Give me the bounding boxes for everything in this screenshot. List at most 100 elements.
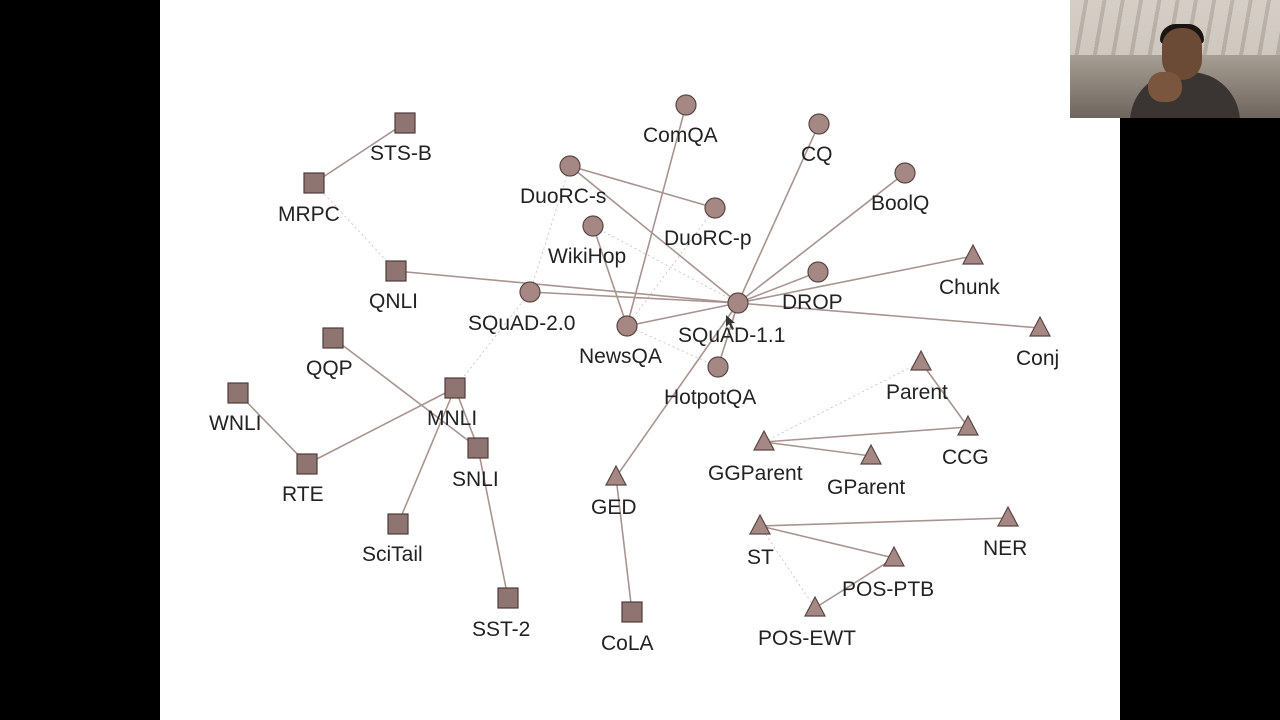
triangle-node-st [749, 513, 771, 535]
node-label-pos-ptb: POS-PTB [842, 578, 934, 601]
faint-edge-st-to-pos-ewt [759, 525, 816, 609]
circle-node-squad-1-1 [727, 292, 749, 314]
presenter-hand [1148, 72, 1182, 102]
faint-edge-mrpc-to-qnli [313, 182, 397, 272]
node-label-gparent: GParent [827, 476, 905, 499]
square-node-sst-2 [497, 587, 519, 609]
node-label-boolq: BoolQ [871, 192, 929, 215]
faint-edge-ggparent-to-parent [763, 361, 922, 443]
webcam-video-overlay [1070, 0, 1280, 118]
node-label-qnli: QNLI [369, 290, 418, 313]
faint-edge-newsqa-to-hotpotqa [626, 325, 719, 368]
edge-mnli-to-scitail [397, 387, 456, 525]
edge-qqp-to-snli [332, 337, 479, 449]
edge-hotpotqa-to-squad-1-1 [717, 302, 739, 368]
square-node-rte [296, 453, 318, 475]
edge-ggparent-to-ccg [763, 426, 969, 443]
triangle-node-conj [1029, 315, 1051, 337]
node-label-sts-b: STS-B [370, 142, 432, 165]
edge-parent-to-ccg [920, 361, 969, 428]
circle-node-hotpotqa [707, 356, 729, 378]
node-label-squad-2-0: SQuAD-2.0 [468, 312, 575, 335]
edge-comqa-to-newsqa [626, 104, 687, 327]
square-node-sts-b [394, 112, 416, 134]
presenter-head [1162, 28, 1202, 80]
node-label-cq: CQ [801, 143, 833, 166]
square-node-mnli [444, 377, 466, 399]
node-label-ner: NER [983, 537, 1027, 560]
triangle-node-pos-ptb [883, 545, 905, 567]
faint-edge-squad-1-1-to-wikihop [592, 225, 739, 304]
circle-node-drop [807, 261, 829, 283]
edge-st-to-pos-ptb [759, 525, 895, 559]
node-label-conj: Conj [1016, 347, 1059, 370]
edge-ged-to-squad-1-1 [615, 302, 739, 478]
node-label-duorc-p: DuoRC-p [664, 227, 752, 250]
edge-drop-to-squad-1-1 [737, 271, 819, 304]
triangle-node-chunk [962, 243, 984, 265]
circle-node-boolq [894, 162, 916, 184]
edge-st-to-ner [759, 517, 1009, 527]
triangle-node-gparent [860, 443, 882, 465]
node-label-duorc-s: DuoRC-s [520, 185, 606, 208]
circle-node-cq [808, 113, 830, 135]
triangle-node-ggparent [753, 429, 775, 451]
triangle-node-ner [997, 505, 1019, 527]
node-label-squad-1-1: SQuAD-1.1 [678, 324, 785, 347]
node-label-comqa: ComQA [643, 124, 718, 147]
triangle-node-pos-ewt [804, 595, 826, 617]
circle-node-duorc-s [559, 155, 581, 177]
circle-node-comqa [675, 94, 697, 116]
circle-node-squad-2-0 [519, 281, 541, 303]
square-node-snli [467, 437, 489, 459]
node-label-newsqa: NewsQA [579, 345, 662, 368]
square-node-qqp [322, 327, 344, 349]
node-label-chunk: Chunk [939, 276, 1000, 299]
triangle-node-parent [910, 349, 932, 371]
edge-sts-b-to-mrpc [313, 122, 406, 184]
node-label-wnli: WNLI [209, 412, 262, 435]
faint-edge-squad-2-0-to-duorc-s [529, 165, 571, 293]
edge-wnli-to-rte [237, 392, 308, 465]
node-label-drop: DROP [782, 291, 843, 314]
node-label-rte: RTE [282, 483, 324, 506]
mouse-cursor-icon [726, 315, 735, 330]
edge-cq-to-squad-1-1 [737, 123, 820, 304]
edge-conj-to-squad-1-1 [737, 302, 1041, 329]
square-node-cola [621, 601, 643, 623]
edge-snli-to-sst-2 [477, 447, 509, 599]
edge-boolq-to-squad-1-1 [737, 172, 906, 304]
node-label-st: ST [747, 546, 774, 569]
node-label-mrpc: MRPC [278, 203, 340, 226]
node-label-mnli: MNLI [427, 407, 477, 430]
edge-ged-to-cola [615, 476, 633, 613]
edge-pos-ptb-to-pos-ewt [814, 557, 895, 609]
node-label-ged: GED [591, 496, 637, 519]
node-label-wikihop: WikiHop [548, 245, 626, 268]
node-label-qqp: QQP [306, 357, 353, 380]
edge-rte-to-mnli [306, 387, 456, 465]
node-label-pos-ewt: POS-EWT [758, 627, 856, 650]
node-label-scitail: SciTail [362, 543, 423, 566]
circle-node-newsqa [616, 315, 638, 337]
node-label-cola: CoLA [601, 632, 654, 655]
node-label-ggparent: GGParent [708, 462, 803, 485]
edge-duorc-s-to-duorc-p [569, 165, 716, 209]
triangle-node-ccg [957, 414, 979, 436]
node-label-sst-2: SST-2 [472, 618, 530, 641]
circle-node-wikihop [582, 215, 604, 237]
edge-ggparent-to-gparent [763, 441, 872, 457]
node-label-ccg: CCG [942, 446, 989, 469]
edge-qnli-to-squad-1-1 [395, 270, 739, 304]
circle-node-duorc-p [704, 197, 726, 219]
edge-duorc-s-to-squad-1-1 [569, 165, 739, 304]
edge-chunk-to-squad-1-1 [737, 255, 974, 304]
square-node-scitail [387, 513, 409, 535]
edge-wikihop-to-newsqa [592, 225, 628, 327]
faint-edge-mnli-to-squad-2-0 [454, 291, 531, 389]
edge-newsqa-to-squad-1-1 [626, 302, 739, 327]
node-label-parent: Parent [886, 381, 948, 404]
square-node-wnli [227, 382, 249, 404]
